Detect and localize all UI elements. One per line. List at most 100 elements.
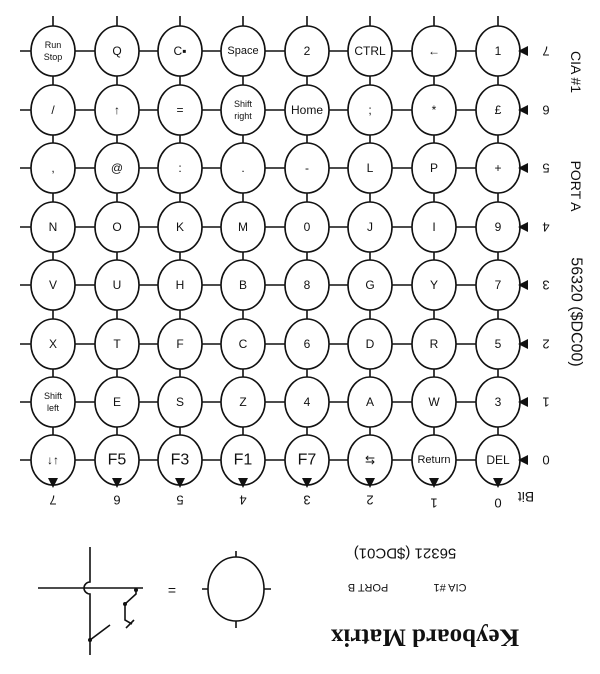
key-label: Home: [291, 103, 323, 117]
column-bit-label: 4: [239, 493, 246, 508]
key-circle: [347, 318, 393, 370]
key-label: 3: [495, 395, 502, 409]
key-label: ;: [368, 103, 371, 117]
key-label: ↓↑: [47, 453, 59, 467]
key-circle: [94, 25, 140, 77]
key-label: O: [112, 220, 121, 234]
matrix-key: V: [30, 259, 76, 311]
key-label: 7: [495, 278, 502, 292]
key-label: right: [234, 111, 252, 121]
matrix-key: 6: [284, 318, 330, 370]
matrix-key: ⇆: [347, 434, 393, 486]
key-circle: [284, 84, 330, 136]
matrix-key: -: [284, 142, 330, 194]
key-label: L: [367, 161, 374, 175]
key-circle: [411, 201, 457, 253]
row-bit-label: 1: [542, 395, 549, 410]
key-label: 9: [495, 220, 502, 234]
matrix-key: S: [157, 376, 203, 428]
key-circle: [94, 318, 140, 370]
matrix-key: K: [157, 201, 203, 253]
matrix-key: L: [347, 142, 393, 194]
matrix-key: Q: [94, 25, 140, 77]
column-bit-label: 3: [303, 493, 310, 508]
matrix-key: 2: [284, 25, 330, 77]
row-bit-label: 3: [542, 278, 549, 293]
key-label: 4: [304, 395, 311, 409]
key-circle: [220, 376, 266, 428]
matrix-key: @: [94, 142, 140, 194]
key-label: S: [176, 395, 184, 409]
key-circle: [94, 84, 140, 136]
key-label: P: [430, 161, 438, 175]
port-b-address: 56321 ($DC01): [354, 545, 457, 562]
key-circle: [347, 142, 393, 194]
legend-key-circle: [202, 551, 271, 628]
key-label: CTRL: [354, 44, 386, 58]
key-label: T: [113, 337, 121, 351]
matrix-key: /: [30, 84, 76, 136]
matrix-key: F: [157, 318, 203, 370]
key-label: F5: [108, 452, 127, 469]
row-arrow-icon: [518, 222, 528, 232]
key-label: W: [428, 395, 440, 409]
matrix-key: 5: [475, 318, 521, 370]
matrix-key: T: [94, 318, 140, 370]
matrix-key: :: [157, 142, 203, 194]
key-label: Shift: [44, 391, 63, 401]
key-label: X: [49, 337, 57, 351]
column-arrow-icon: [112, 478, 122, 488]
legend-equals: =: [168, 582, 176, 598]
key-label: C: [239, 337, 248, 351]
matrix-key: 3: [475, 376, 521, 428]
matrix-key: Home: [284, 84, 330, 136]
key-circle: [411, 376, 457, 428]
matrix-key: H: [157, 259, 203, 311]
key-circle: [411, 142, 457, 194]
matrix-key: £: [475, 84, 521, 136]
column-bit-label: 1: [430, 496, 437, 511]
matrix-key: U: [94, 259, 140, 311]
key-circle: [157, 201, 203, 253]
key-circle: [347, 259, 393, 311]
matrix-key: X: [30, 318, 76, 370]
key-label: N: [49, 220, 58, 234]
key-circle: [220, 25, 266, 77]
key-circle: [411, 259, 457, 311]
matrix-key: =: [157, 84, 203, 136]
key-label: Run: [45, 40, 62, 50]
key-label: A: [366, 395, 374, 409]
matrix-key: E: [94, 376, 140, 428]
key-label: DEL: [486, 453, 510, 467]
key-label: Q: [112, 44, 121, 58]
key-label: F3: [171, 452, 190, 469]
matrix-key: I: [411, 201, 457, 253]
matrix-key: F5: [94, 434, 140, 486]
key-label: Return: [417, 454, 450, 466]
matrix-key: C▪: [157, 25, 203, 77]
key-circle: [347, 84, 393, 136]
switch-symbol: [38, 547, 143, 655]
key-label: U: [113, 278, 122, 292]
matrix-key: *: [411, 84, 457, 136]
row-arrow-icon: [518, 105, 528, 115]
key-circle: [30, 376, 76, 428]
column-arrow-icon: [175, 478, 185, 488]
matrix-key: Y: [411, 259, 457, 311]
key-circle: [220, 142, 266, 194]
key-circle: [30, 259, 76, 311]
key-label: E: [113, 395, 121, 409]
key-label: *: [432, 103, 437, 117]
key-circle: [94, 142, 140, 194]
column-bit-label: 2: [366, 493, 373, 508]
matrix-key: D: [347, 318, 393, 370]
column-bit-label: 5: [176, 493, 183, 508]
key-circle: [30, 142, 76, 194]
matrix-key: 0: [284, 201, 330, 253]
key-circle: [411, 318, 457, 370]
matrix-key: +: [475, 142, 521, 194]
key-label: /: [51, 103, 55, 117]
